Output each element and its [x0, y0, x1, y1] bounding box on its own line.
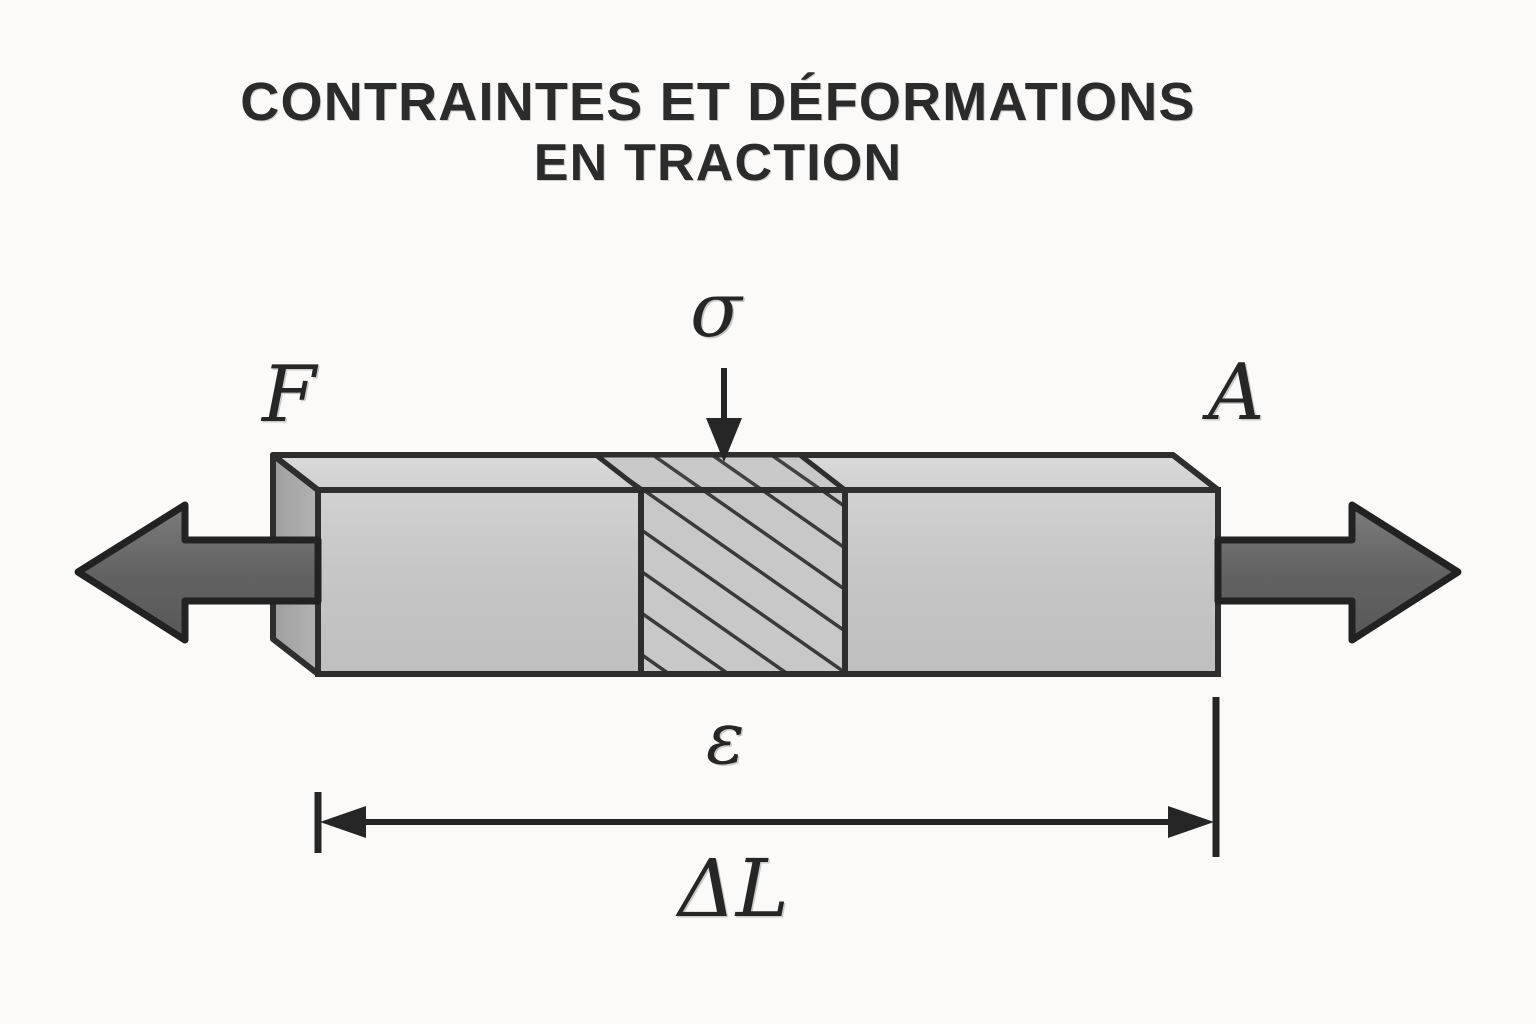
stress-pointer-arrow	[706, 368, 742, 462]
cross-section-hatch-top	[593, 452, 848, 493]
force-arrow-right	[1214, 501, 1462, 644]
force-arrow-left	[74, 501, 322, 644]
dimension-arrowhead-left	[320, 806, 366, 838]
cross-section-hatch-front	[638, 487, 848, 677]
dimension-arrowhead-right	[1168, 806, 1214, 838]
dimension-line-delta-l	[314, 697, 1220, 857]
